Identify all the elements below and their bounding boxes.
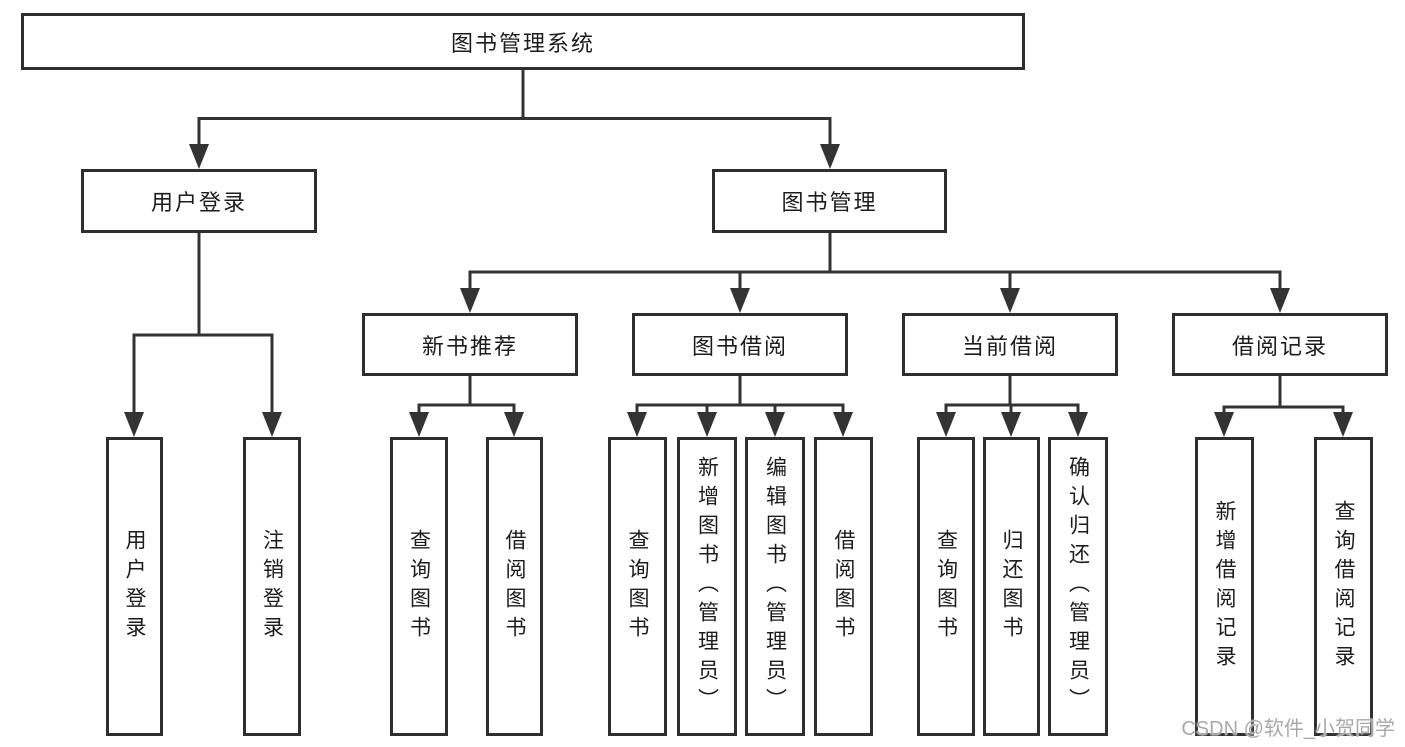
- node-library-management-system: 图书管理系统: [21, 13, 1025, 70]
- leaf-logout-label: 注销登录: [260, 528, 284, 645]
- leaf-borrowing-query-book-label: 查询图书: [626, 528, 649, 645]
- node-book-management-label: 图书管理: [781, 190, 878, 215]
- leaf-current-query-book: 查询图书: [917, 437, 975, 736]
- leaf-return-book: 归还图书: [983, 437, 1040, 736]
- node-book-borrowing-label: 图书借阅: [691, 333, 788, 359]
- node-borrowing-records: 借阅记录: [1172, 313, 1388, 376]
- leaf-add-book-admin: 新增图书（管理员）: [677, 437, 737, 736]
- node-current-borrowing-label: 当前借阅: [961, 333, 1058, 359]
- node-user-login: 用户登录: [81, 169, 317, 233]
- node-new-book-recommendation: 新书推荐: [362, 313, 578, 376]
- leaf-borrowing-query-book: 查询图书: [608, 437, 667, 736]
- leaf-confirm-return-admin: 确认归还（管理员）: [1048, 437, 1108, 736]
- leaf-edit-book-admin: 编辑图书（管理员）: [745, 437, 805, 736]
- leaf-query-borrow-record: 查询借阅记录: [1314, 437, 1373, 736]
- leaf-user-login: 用户登录: [106, 437, 163, 736]
- leaf-edit-book-admin-label: 编辑图书（管理员）: [763, 456, 787, 717]
- leaf-borrowing-borrow-book-label: 借阅图书: [832, 528, 855, 645]
- leaf-logout: 注销登录: [243, 437, 301, 736]
- leaf-recommend-borrow-book: 借阅图书: [486, 437, 543, 736]
- node-library-management-system-label: 图书管理系统: [450, 30, 595, 56]
- node-new-book-recommendation-label: 新书推荐: [421, 333, 518, 359]
- leaf-current-query-book-label: 查询图书: [934, 528, 958, 645]
- leaf-recommend-borrow-book-label: 借阅图书: [503, 528, 526, 645]
- leaf-recommend-query-book: 查询图书: [390, 437, 448, 736]
- node-current-borrowing: 当前借阅: [902, 313, 1118, 376]
- node-book-borrowing: 图书借阅: [632, 313, 848, 376]
- leaf-query-borrow-record-label: 查询借阅记录: [1332, 499, 1355, 674]
- watermark-text: CSDN @软件_小贺同学: [1181, 718, 1395, 740]
- leaf-recommend-query-book-label: 查询图书: [407, 528, 431, 645]
- node-user-login-label: 用户登录: [150, 190, 247, 215]
- leaf-confirm-return-admin-label: 确认归还（管理员）: [1066, 456, 1090, 717]
- node-borrowing-records-label: 借阅记录: [1231, 333, 1328, 359]
- leaf-borrowing-borrow-book: 借阅图书: [814, 437, 873, 736]
- leaf-add-borrow-record: 新增借阅记录: [1195, 437, 1254, 736]
- node-book-management: 图书管理: [712, 169, 947, 233]
- leaf-user-login-label: 用户登录: [123, 528, 146, 645]
- leaf-add-book-admin-label: 新增图书（管理员）: [695, 456, 719, 717]
- leaf-add-borrow-record-label: 新增借阅记录: [1213, 499, 1236, 674]
- leaf-return-book-label: 归还图书: [1000, 528, 1023, 645]
